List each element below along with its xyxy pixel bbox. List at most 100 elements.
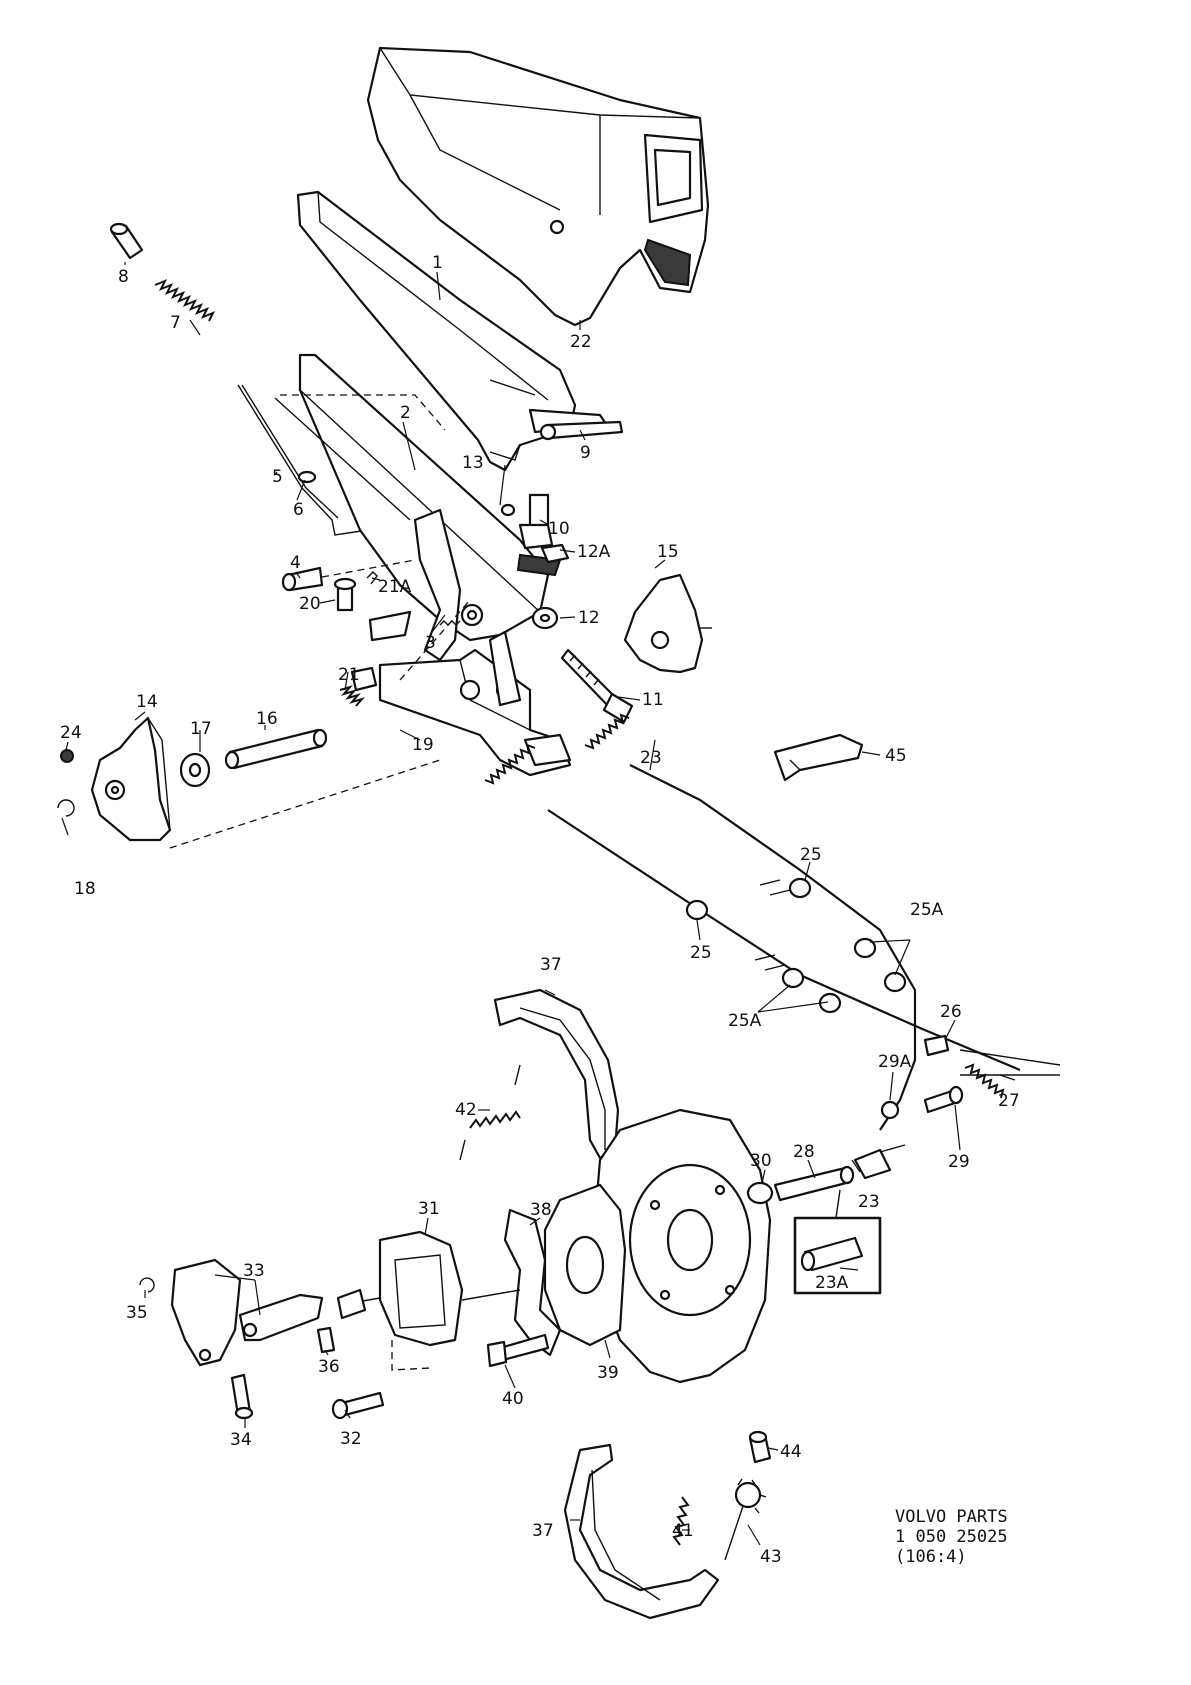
callout-36: 36: [318, 1357, 340, 1377]
part-32-bolt: [331, 1391, 385, 1420]
callout-39: 39: [597, 1363, 619, 1383]
callout-5: 5: [272, 467, 283, 487]
callout-25-lower: 25: [690, 943, 712, 963]
callout-32: 32: [340, 1429, 362, 1449]
assembly-line-31: [391, 1340, 431, 1371]
part-22-lever-cover: [366, 46, 710, 327]
callout-9: 9: [580, 443, 591, 463]
part-44-nut: [748, 1430, 772, 1464]
callout-20: 20: [299, 594, 321, 614]
part-25-grommets: [685, 877, 812, 921]
assembly-line-left: [169, 759, 441, 849]
callout-23-lower: 23: [858, 1192, 880, 1212]
callout-17: 17: [190, 719, 212, 739]
callout-35: 35: [126, 1303, 148, 1323]
part-35-clip: [139, 1277, 155, 1293]
callout-26: 26: [940, 1002, 962, 1022]
callout-21A: 21A: [378, 577, 412, 597]
part-28-sleeve: [773, 1165, 855, 1202]
assembly-line-center: [399, 599, 471, 681]
callout-45: 45: [885, 746, 907, 766]
part-8-sleeve: [109, 222, 144, 260]
part-6-grommet: [297, 470, 317, 484]
caption-part-number: 1 050 25025: [895, 1527, 1008, 1547]
callout-1: 1: [432, 253, 443, 273]
part-27-spring: [959, 1049, 1061, 1099]
part-11-bolt: [560, 648, 634, 724]
part-41-spring: [672, 1496, 690, 1546]
part-9-button-rod: [539, 420, 624, 441]
part-43-adjuster: [724, 1478, 767, 1561]
part-34-pin: [230, 1373, 254, 1420]
callout-8: 8: [118, 267, 129, 287]
part-26-cable-clip: [923, 1034, 950, 1057]
callout-2: 2: [400, 403, 411, 423]
part-29A-washer: [880, 1100, 900, 1120]
callout-12A: 12A: [577, 542, 611, 562]
callout-12: 12: [578, 608, 600, 628]
callout-14: 14: [136, 692, 158, 712]
callout-38: 38: [530, 1200, 552, 1220]
caption-reference: (106:4): [895, 1547, 967, 1567]
callout-37-upper: 37: [540, 955, 562, 975]
part-12-washer: [531, 606, 559, 630]
part-16-shaft: [224, 728, 328, 770]
part-33-levers: [170, 1258, 324, 1367]
callout-44: 44: [780, 1442, 802, 1462]
callout-43: 43: [760, 1547, 782, 1567]
caption-brand: VOLVO PARTS: [895, 1507, 1008, 1527]
callout-29: 29: [948, 1152, 970, 1172]
part-24-nut: [60, 749, 74, 763]
part-25A-grommets: [781, 937, 907, 1014]
part-29-bolt: [923, 1085, 964, 1114]
callout-11: 11: [642, 690, 664, 710]
part-31-housing: [336, 1230, 521, 1347]
part-30-bushing: [746, 1181, 774, 1205]
part-37-brake-shoe-lower: [563, 1443, 720, 1620]
part-20-screw: [333, 577, 357, 612]
callout-31: 31: [418, 1199, 440, 1219]
callout-10: 10: [548, 519, 570, 539]
part-19-main-bracket: [378, 630, 572, 777]
callout-34: 34: [230, 1430, 252, 1450]
part-42-spring: [459, 1064, 521, 1161]
part-15-bracket-right: [623, 573, 712, 674]
leader-lines: [61, 262, 1016, 1546]
callout-labels: 1 2 3 4 5 6 7 8 9 10 11 12 12A 13 14 15 …: [60, 253, 1020, 1567]
part-36-pin: [316, 1326, 336, 1354]
part-40-bolt: [486, 1333, 550, 1368]
part-5-release-rod: [237, 384, 369, 536]
callout-23A: 23A: [815, 1273, 849, 1293]
callout-24: 24: [60, 723, 82, 743]
part-39-flange: [543, 1183, 627, 1347]
part-13-clip: [500, 503, 516, 517]
callout-29A: 29A: [878, 1052, 912, 1072]
callout-6: 6: [293, 500, 304, 520]
part-14-bracket-left: [90, 716, 172, 842]
callout-3: 3: [425, 633, 436, 653]
callout-21: 21: [338, 665, 360, 685]
callout-16: 16: [256, 709, 278, 729]
part-21A-clip: [366, 571, 378, 585]
part-39-backing-plate: [593, 1108, 772, 1384]
callout-15: 15: [657, 542, 679, 562]
part-37-brake-shoe-upper: [493, 988, 620, 1160]
part-12A-spring-clip: [540, 543, 570, 564]
part-45-clip: [773, 733, 864, 782]
callout-22: 22: [570, 332, 592, 352]
callout-13: 13: [462, 453, 484, 473]
callout-33: 33: [243, 1261, 265, 1281]
callout-25A-lower: 25A: [728, 1011, 762, 1031]
part-21-return-spring: [339, 610, 412, 707]
callout-18: 18: [74, 879, 96, 899]
part-38-bracket: [503, 1208, 562, 1357]
part-18-circlip: [57, 799, 75, 817]
callout-23-upper: 23: [640, 748, 662, 768]
part-23-cable-end: [853, 1144, 906, 1180]
catalog-caption: VOLVO PARTS 1 050 25025 (106:4): [895, 1507, 1008, 1567]
callout-42: 42: [455, 1100, 477, 1120]
callout-41: 41: [672, 1521, 694, 1541]
part-7-spring: [154, 279, 216, 322]
callout-30: 30: [750, 1151, 772, 1171]
